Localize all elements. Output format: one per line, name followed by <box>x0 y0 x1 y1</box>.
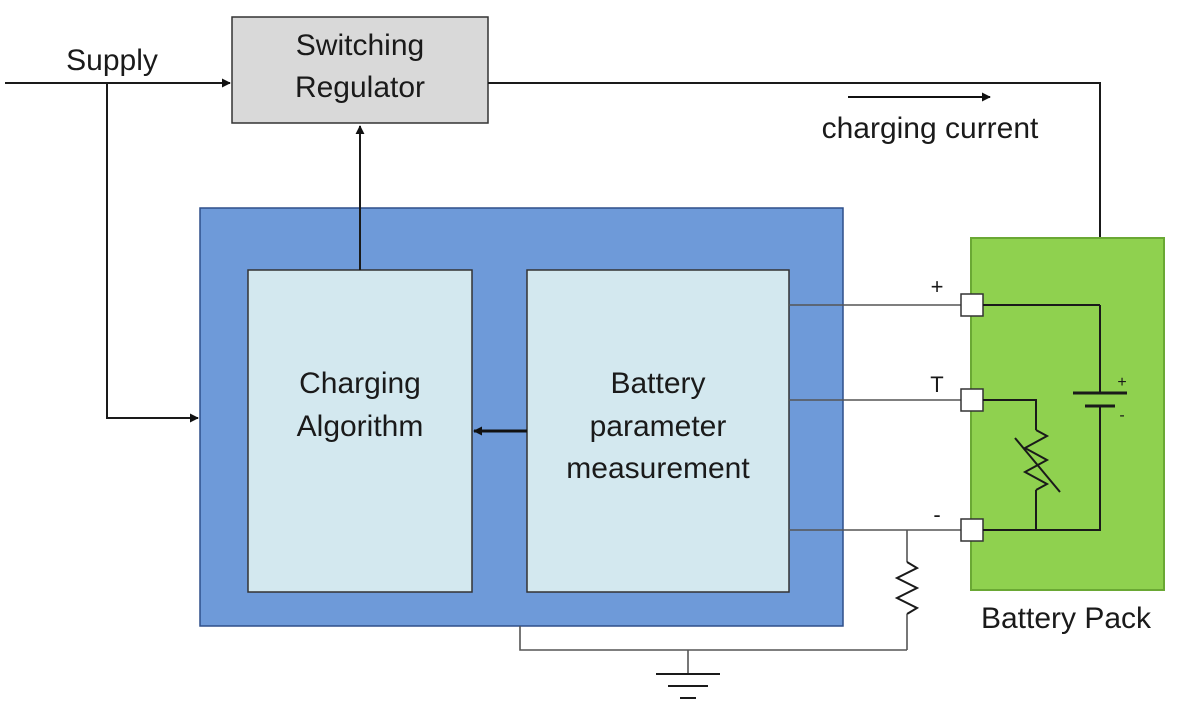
measurement-label-line2: parameter <box>590 410 727 443</box>
ground-return-wire <box>519 626 907 651</box>
terminal-t <box>960 388 984 412</box>
supply-to-controller-wire <box>106 83 199 423</box>
thermistor-slash <box>1014 437 1061 493</box>
switching-regulator-label-line2: Regulator <box>295 71 425 104</box>
battery-pack <box>970 237 1165 591</box>
measurement-label-line3: measurement <box>566 452 750 485</box>
supply-label: Supply <box>66 44 158 77</box>
terminal-plus <box>960 293 984 317</box>
thermistor-zigzag <box>1022 429 1050 491</box>
terminal-minus-label: - <box>933 502 940 527</box>
charging-algorithm-label-line1: Charging <box>299 367 421 400</box>
terminal-plus-label: + <box>931 274 944 299</box>
charging-algorithm-block <box>247 269 473 593</box>
measurement-label-line1: Battery <box>610 367 705 400</box>
battery-parameter-measurement-block <box>526 269 790 593</box>
cell-plus-label: + <box>1117 374 1126 391</box>
charging-algorithm-label-line2: Algorithm <box>297 410 424 443</box>
terminal-t-label: T <box>930 372 943 397</box>
switching-regulator-label-line1: Switching <box>296 29 424 62</box>
charging-output-wire <box>488 82 1101 305</box>
terminal-minus <box>960 518 984 542</box>
charging-current-label: charging current <box>822 112 1039 145</box>
cell-minus-label: - <box>1119 407 1124 424</box>
cell-to-minus-bus <box>983 406 1101 531</box>
sense-resistor <box>894 561 920 615</box>
thermistor-wire-top <box>983 399 1037 430</box>
switching-regulator-block <box>231 16 489 124</box>
battery-pack-label: Battery Pack <box>981 602 1152 635</box>
